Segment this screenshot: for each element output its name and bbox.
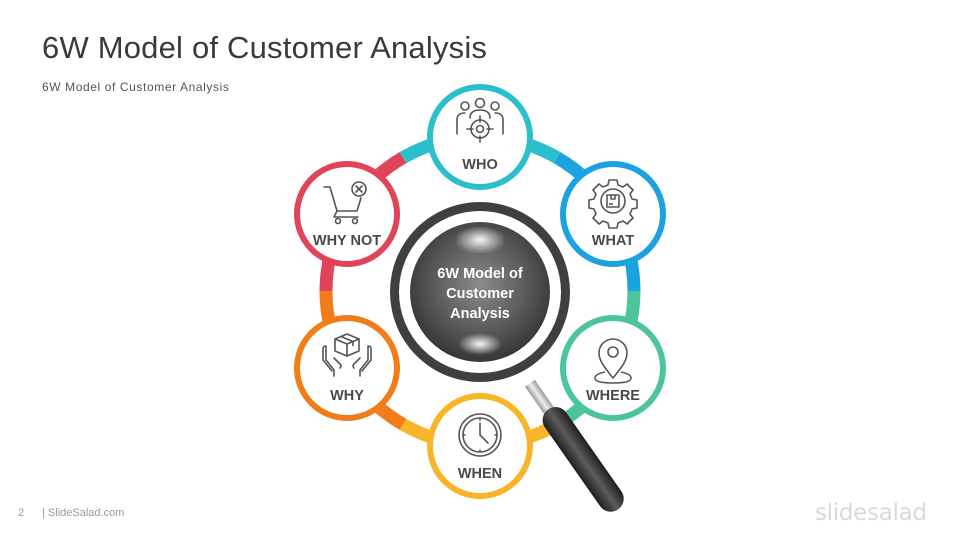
gear-box-icon xyxy=(588,179,638,229)
node-when-circle xyxy=(427,393,533,499)
node-what-circle xyxy=(560,161,666,267)
node-who: WHO xyxy=(427,84,533,190)
slide-subtitle: 6W Model of Customer Analysis xyxy=(42,80,230,94)
node-when: WHEN xyxy=(427,393,533,499)
center-line-2: Customer xyxy=(446,286,514,302)
node-what-label: WHAT xyxy=(592,233,635,249)
cart-cancel-icon xyxy=(323,181,367,225)
clock-icon xyxy=(458,413,502,457)
node-why-label: WHY xyxy=(330,388,364,404)
center-line-3: Analysis xyxy=(450,306,510,322)
node-when-label: WHEN xyxy=(458,466,502,482)
node-why-circle xyxy=(294,315,400,421)
magnifier-handle xyxy=(524,379,624,512)
target-group-icon xyxy=(456,97,504,143)
node-why-not-label: WHY NOT xyxy=(313,233,381,249)
hands-box-icon xyxy=(322,333,372,377)
slide-title: 6W Model of Customer Analysis xyxy=(42,30,488,65)
node-what: WHAT xyxy=(560,161,666,267)
center-line-1: 6W Model of xyxy=(437,266,523,282)
node-who-label: WHO xyxy=(462,157,497,173)
page-number: 2 xyxy=(18,507,25,519)
magnifier-lens xyxy=(390,202,570,382)
node-why-not-circle xyxy=(294,161,400,267)
brand-logo: slidesalad xyxy=(815,500,927,526)
footer-site: | SlideSalad.com xyxy=(42,507,125,519)
node-where-label: WHERE xyxy=(586,388,640,404)
node-why-not: WHY NOT xyxy=(294,161,400,267)
node-where: WHERE xyxy=(560,315,666,421)
location-pin-icon xyxy=(594,338,632,384)
node-where-circle xyxy=(560,315,666,421)
node-why: WHY xyxy=(294,315,400,421)
